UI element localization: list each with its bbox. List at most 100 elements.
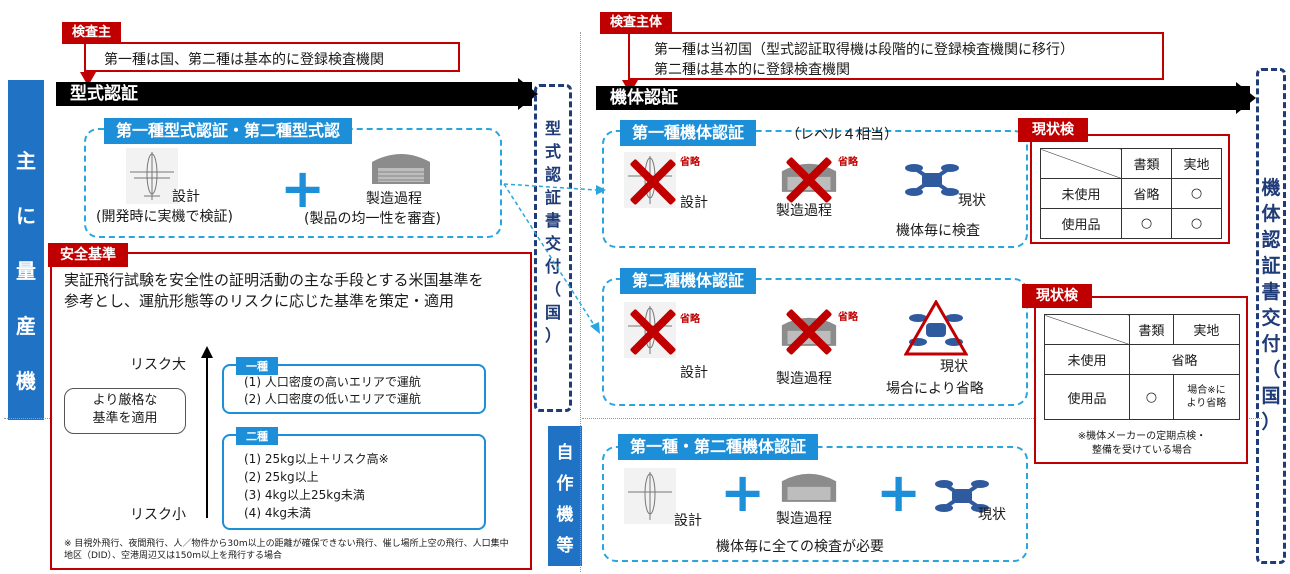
omit-cross-icon — [628, 306, 678, 356]
inspector2-box: 第一種は当初国（型式認証取得機は段階的に登録検査機関に移行） 第二種は基本的に登… — [628, 32, 1164, 80]
vertical-char: 機 — [1261, 177, 1281, 199]
table-header: 書類 — [1129, 314, 1174, 345]
vertical-divider — [580, 32, 581, 572]
omit-cross-icon — [784, 154, 834, 204]
airframe-cert-issuance-box — [1256, 68, 1286, 564]
mfg-label: 製造過程 — [366, 191, 422, 207]
plus-icon: + — [720, 461, 766, 524]
type-cert-issuance-box — [534, 84, 572, 412]
table-cell: 使用品 — [1040, 208, 1122, 239]
vertical-char: 体 — [1261, 203, 1281, 225]
status2-label: 現状 — [958, 193, 986, 209]
class1-air-tag: 第一種機体認証 — [620, 120, 757, 146]
design2-label: 設計 — [680, 195, 708, 211]
design-label: 設計 — [172, 189, 200, 205]
airframe-bar: 機体認証 — [596, 86, 1250, 110]
connector-arrows — [503, 183, 606, 334]
mass-production-label: 主に量産機 — [8, 145, 44, 394]
vertical-char: 型 — [544, 119, 561, 138]
status-table1: 書類 実地 未使用 省略 ○ 使用品 ○ ○ — [1040, 148, 1222, 239]
plus-icon: + — [876, 461, 922, 524]
class2-air-box — [602, 278, 1028, 406]
class2-air-tag: 第二種機体認証 — [620, 268, 757, 294]
vertical-char: 産 — [16, 314, 36, 338]
vertical-char: 等 — [556, 536, 574, 556]
drone-icon — [935, 480, 989, 512]
safety-tag: 安全基準 — [48, 243, 128, 267]
class2-item: (1) 25kg以上＋リスク高※ — [244, 452, 389, 466]
diag-cell — [1040, 148, 1122, 179]
vertical-char: 認 — [1261, 229, 1281, 251]
table-cell: ○ — [1171, 208, 1222, 239]
omit-small: 省略 — [838, 312, 858, 323]
diag-cell — [1044, 314, 1130, 345]
status-check-tag: 現状検 — [1018, 118, 1088, 142]
horizontal-divider — [582, 418, 1262, 419]
status-table2: 書類 実地 未使用 省略 使用品 ○ 場合※に より省略 — [1044, 314, 1241, 420]
design2-label: 設計 — [674, 513, 702, 529]
class1-air-note: （レベル４相当） — [786, 127, 898, 143]
safety-text: 実証飛行試験を安全性の証明活動の主な手段とする米国基準を参考とし、運航形態等のリ… — [64, 271, 484, 310]
each-inspect-label: 機体毎に検査 — [896, 223, 980, 239]
class2-item: (4) 4kg未満 — [244, 506, 312, 520]
risk-arrow — [206, 356, 208, 518]
table-cell: 使用品 — [1044, 374, 1130, 420]
class1-tag: 一種 — [236, 357, 278, 375]
class2-item: (3) 4kg以上25kg未満 — [244, 488, 365, 502]
horizontal-divider-left — [4, 418, 50, 419]
type-cert-arrowhead — [518, 78, 538, 110]
table-header: 実地 — [1172, 314, 1241, 345]
vertical-char: 書 — [544, 211, 561, 230]
risk-high-label: リスク大 — [130, 357, 186, 373]
vertical-char: 交 — [1261, 307, 1281, 329]
vertical-char: 機 — [16, 369, 36, 393]
vertical-char: 付 — [544, 257, 561, 276]
type-cert-issuance-label: 型式認証書交付（国） — [534, 120, 572, 344]
inspector2-tag: 検査主体 — [600, 12, 673, 34]
class1-air-box — [602, 130, 1028, 248]
vertical-char: 国 — [1261, 385, 1281, 407]
omit-cross-icon — [784, 306, 834, 356]
mfg2-label: 製造過程 — [776, 511, 832, 527]
mfg-sub: (製品の均一性を審査) — [304, 211, 441, 227]
class2-list: (1) 25kg以上＋リスク高※ (2) 25kg以上 (3) 4kg以上25k… — [244, 450, 389, 522]
mass-production-bar — [8, 80, 44, 420]
table-header: 実地 — [1171, 148, 1222, 179]
class2-box — [222, 434, 486, 530]
vertical-char: 自 — [556, 443, 574, 463]
both-air-tag: 第一種・第二種機体認証 — [618, 434, 819, 460]
self-made-bar — [548, 426, 582, 566]
table-cell: ○ — [1121, 208, 1172, 239]
mfg2-label: 製造過程 — [776, 371, 832, 387]
stricter-bubble — [64, 388, 186, 434]
table-cell: ○ — [1171, 178, 1222, 209]
table-cell: ○ — [1129, 374, 1174, 420]
vertical-char: 量 — [16, 259, 36, 283]
inspector-text: 第一種は国、第二種は基本的に登録検査機関 — [104, 52, 384, 68]
all-inspect-label: 機体毎に全ての検査が必要 — [716, 539, 884, 555]
class1-item: (1) 人口密度の高いエリアで運航 — [244, 375, 421, 389]
vertical-char: 機 — [556, 505, 574, 525]
factory-icon — [781, 473, 837, 502]
omit-cross-icon — [628, 156, 678, 206]
type-cert-tag: 第一種型式認証・第二種型式認 — [104, 118, 353, 144]
table-cell: 省略 — [1121, 178, 1172, 209]
vertical-char: 付 — [1261, 333, 1281, 355]
inspector2-line: 第二種は基本的に登録検査機関 — [654, 62, 850, 78]
vertical-char: 書 — [1261, 281, 1281, 303]
aircraft-design-icon — [624, 468, 676, 524]
vertical-char: ） — [1261, 411, 1281, 433]
inspector2-line: 第一種は当初国（型式認証取得機は段階的に登録検査機関に移行） — [654, 42, 1074, 58]
drone-omit-icon — [904, 300, 968, 356]
vertical-char: 作 — [556, 474, 574, 494]
vertical-char: 主 — [16, 149, 36, 173]
vertical-char: （ — [1261, 359, 1281, 381]
vertical-char: 交 — [544, 234, 561, 253]
risk-arrow-head — [201, 346, 213, 358]
mfg2-label: 製造過程 — [776, 203, 832, 219]
table2-note: ※機体メーカーの定期点検・ 整備を受けている場合 — [1077, 431, 1207, 456]
omit-small: 省略 — [680, 157, 700, 168]
status-omit-label: 場合により省略 — [886, 381, 984, 397]
table-cell: 未使用 — [1044, 344, 1130, 375]
status-check-tag: 現状検 — [1022, 284, 1092, 308]
